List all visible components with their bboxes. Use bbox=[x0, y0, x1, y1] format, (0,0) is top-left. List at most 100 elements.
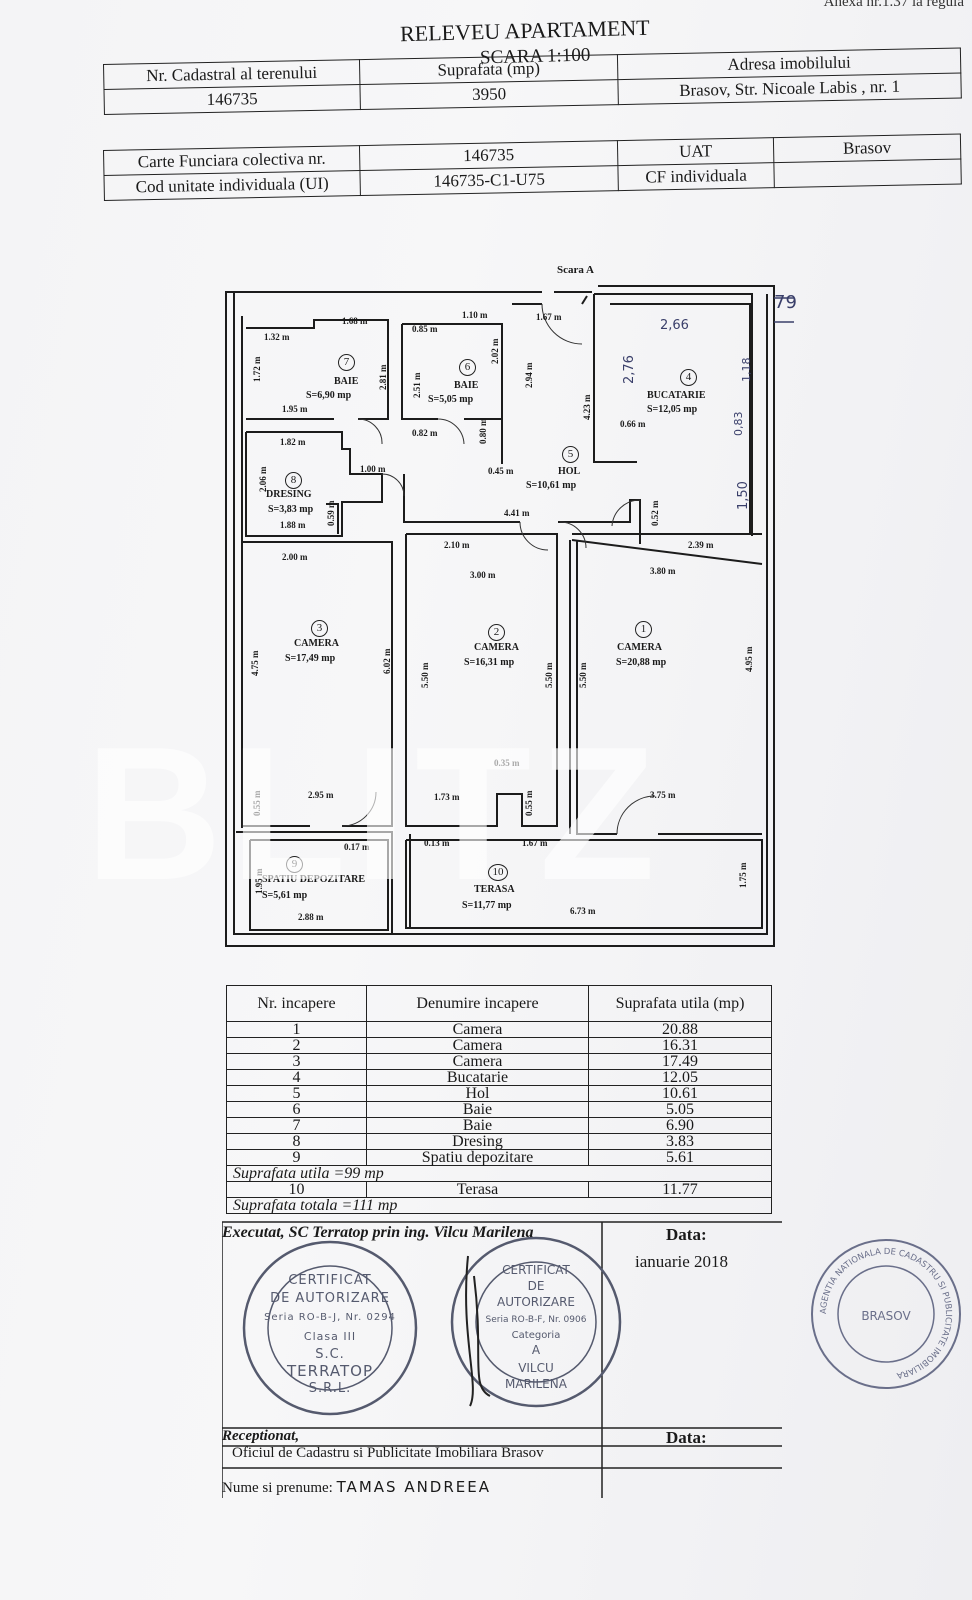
received-label: Receptionat, bbox=[222, 1428, 300, 1444]
name-label: Nume si prenume: bbox=[222, 1480, 333, 1496]
cell: Baie bbox=[366, 1101, 589, 1118]
unit-code-value: 146735-C1-U75 bbox=[359, 165, 619, 196]
dim-label: 1.82 m bbox=[280, 437, 306, 447]
room-3-number: 3 bbox=[311, 620, 328, 637]
stamp-engineer: CERTIFICAT DE AUTORIZARE Seria RO-B-F, N… bbox=[450, 1236, 622, 1408]
date-label: Data: bbox=[666, 1225, 707, 1244]
room-8-number: 8 bbox=[285, 472, 302, 489]
dim-label: 2.81 m bbox=[378, 364, 388, 391]
stamp-firm-line: TERRATOP bbox=[286, 1362, 373, 1380]
dim-label: 6.02 m bbox=[382, 648, 392, 675]
dim-label: 0.85 m bbox=[412, 324, 438, 334]
cadastral-number-value: 146735 bbox=[103, 84, 361, 115]
cf-individual-value bbox=[773, 159, 962, 188]
dim-label: 0.45 m bbox=[488, 466, 514, 476]
dim-label: 2.00 m bbox=[282, 552, 308, 562]
land-book-table: Carte Funciara colectiva nr. 146735 UAT … bbox=[103, 134, 962, 201]
stamp-engineer-line: A bbox=[532, 1343, 541, 1357]
cell: Camera bbox=[366, 1037, 589, 1054]
room-9-number: 9 bbox=[286, 856, 303, 873]
cell: 7 bbox=[226, 1117, 367, 1134]
dim-label: 0.66 m bbox=[620, 419, 646, 429]
room-7-number: 7 bbox=[338, 354, 355, 371]
dim-label: 0.55 m bbox=[252, 790, 262, 817]
cell: Baie bbox=[366, 1117, 589, 1134]
dim-label: 2.88 m bbox=[298, 912, 324, 922]
address-value: Brasov, Str. Nicoale Labis , nr. 1 bbox=[617, 73, 962, 105]
uat-label: UAT bbox=[617, 137, 774, 166]
cell: 9 bbox=[226, 1149, 367, 1166]
dim-label: 0.17 m bbox=[344, 842, 370, 852]
handwritten-note: 0,83 bbox=[732, 411, 745, 437]
unit-code-label: Cod unitate individuala (UI) bbox=[103, 170, 361, 201]
cell: 16.31 bbox=[588, 1037, 772, 1054]
name-value: TAMAS ANDREEA bbox=[336, 1478, 491, 1496]
dim-label: 3.00 m bbox=[470, 570, 496, 580]
dim-label: 2.51 m bbox=[412, 372, 422, 399]
cell: 6.90 bbox=[588, 1117, 772, 1134]
dim-label: 2.94 m bbox=[524, 362, 534, 389]
column-header: Suprafata utila (mp) bbox=[588, 985, 772, 1022]
cadastral-table: Nr. Cadastral al terenului Suprafata (mp… bbox=[103, 48, 962, 115]
dim-label: 3.80 m bbox=[650, 566, 676, 576]
handwritten-note: 79 bbox=[774, 292, 797, 313]
cell: Spatiu depozitare bbox=[366, 1149, 589, 1166]
total-area-row: Suprafata totala =111 mp bbox=[226, 1197, 772, 1214]
room-4-number: 4 bbox=[680, 369, 697, 386]
dim-label: 1.67 m bbox=[536, 312, 562, 322]
stamp-firm-line: CERTIFICAT bbox=[288, 1273, 371, 1288]
cell: 8 bbox=[226, 1133, 367, 1150]
dim-label: 0.59 m bbox=[326, 500, 336, 527]
room-2-name: CAMERA bbox=[474, 642, 519, 653]
cell: Bucatarie bbox=[366, 1069, 589, 1086]
stamp-engineer-line: VILCU bbox=[518, 1361, 554, 1375]
room-9-name: SPATIU DEPOZITARE bbox=[262, 874, 366, 885]
cf-individual-label: CF individuala bbox=[617, 162, 775, 191]
column-header: Nr. incapere bbox=[226, 985, 367, 1022]
dim-label: 1.67 m bbox=[522, 838, 548, 848]
cell: Hol bbox=[366, 1085, 589, 1102]
dim-label: 5.50 m bbox=[420, 662, 430, 689]
stair-label: Scara A bbox=[557, 264, 594, 276]
room-1-area: S=20,88 mp bbox=[616, 657, 667, 668]
dim-label: 1.88 m bbox=[280, 520, 306, 530]
cell: Camera bbox=[366, 1021, 589, 1038]
dim-label: 5.50 m bbox=[544, 662, 554, 689]
room-5-number: 5 bbox=[562, 446, 579, 463]
cell: 5.05 bbox=[588, 1101, 772, 1118]
room-5-area: S=10,61 mp bbox=[526, 480, 577, 491]
dim-label: 0.55 m bbox=[524, 790, 534, 817]
cell: 6 bbox=[226, 1101, 367, 1118]
stamp-firm-line: S.R.L. bbox=[309, 1381, 351, 1396]
room-5-name: HOL bbox=[558, 466, 581, 477]
rooms-table: Nr. incapere Denumire incapere Suprafata… bbox=[226, 985, 772, 1214]
stamp-firm-line: Clasa III bbox=[304, 1330, 356, 1343]
area-value: 3950 bbox=[359, 79, 619, 110]
usable-area-total: Suprafata utila =99 mp bbox=[226, 1165, 772, 1182]
handwritten-note: 1,18 bbox=[740, 357, 753, 383]
dim-label: 4.23 m bbox=[582, 394, 592, 421]
executed-by: Executat, SC Terratop prin ing. Vilcu Ma… bbox=[222, 1224, 534, 1241]
floor-plan: Scara A bbox=[222, 264, 797, 968]
handwritten-note: 1,50 bbox=[736, 481, 751, 510]
dim-label: 4.95 m bbox=[744, 646, 754, 673]
stamp-agency-city: BRASOV bbox=[861, 1309, 911, 1323]
dim-label: 3.75 m bbox=[650, 790, 676, 800]
room-7-name: BAIE bbox=[334, 376, 359, 387]
stamp-firm: CERTIFICAT DE AUTORIZARE Seria RO-B-J, N… bbox=[242, 1240, 418, 1416]
dim-label: 0.35 m bbox=[494, 758, 520, 768]
date2-label: Data: bbox=[666, 1428, 707, 1447]
room-10-number: 10 bbox=[488, 864, 508, 881]
room-6-name: BAIE bbox=[454, 380, 479, 391]
rooms-table-header: Nr. incapere Denumire incapere Suprafata… bbox=[226, 985, 772, 1022]
dim-label: 1.32 m bbox=[264, 332, 290, 342]
stamp-engineer-line: DE bbox=[528, 1279, 545, 1293]
room-8-name: DRESING bbox=[266, 489, 312, 500]
dim-label: 1.75 m bbox=[738, 862, 748, 889]
dim-label: 0.82 m bbox=[412, 428, 438, 438]
